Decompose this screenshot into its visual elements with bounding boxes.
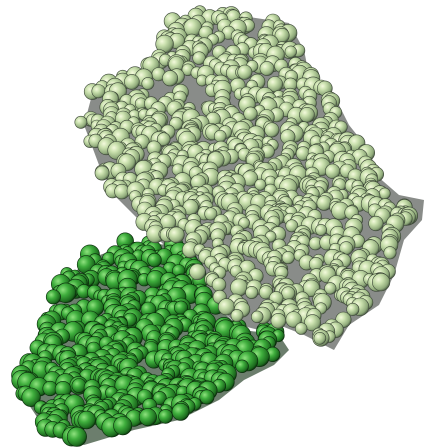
atom-sphere [245, 285, 259, 299]
atom-sphere [281, 286, 296, 301]
atom-sphere [156, 132, 171, 146]
atom-sphere [162, 70, 179, 87]
atom-sphere [243, 106, 258, 121]
atom-sphere [368, 215, 384, 232]
atom-sphere [346, 302, 360, 316]
atom-sphere [383, 246, 397, 260]
atom-sphere [313, 331, 327, 345]
atom-sphere [237, 64, 253, 80]
atom-sphere [199, 389, 215, 405]
atom-sphere [324, 282, 337, 295]
atom-sphere [71, 378, 87, 393]
atom-sphere [270, 312, 287, 329]
atom-sphere [235, 359, 249, 373]
atom-sphere [230, 278, 248, 297]
atom-sphere [285, 219, 299, 233]
atom-sphere [141, 77, 155, 90]
atom-sphere [21, 387, 41, 407]
atom-sphere [211, 277, 227, 292]
atom-sphere [147, 252, 162, 268]
atom-sphere [285, 311, 302, 328]
atom-sphere [77, 410, 96, 430]
chain-light-atoms [74, 5, 419, 347]
atom-sphere [171, 402, 190, 421]
atom-sphere [152, 391, 167, 406]
atom-sphere [254, 178, 267, 191]
atom-sphere [45, 289, 61, 305]
atom-sphere [284, 45, 297, 58]
atom-sphere [230, 309, 244, 322]
atom-sphere [315, 224, 327, 236]
atom-sphere [281, 251, 295, 265]
atom-sphere [213, 129, 227, 143]
atom-sphere [259, 61, 275, 76]
atom-sphere [303, 314, 321, 332]
atom-sphere [204, 207, 218, 221]
atom-sphere [264, 122, 280, 138]
atom-sphere [74, 115, 88, 129]
atom-sphere [251, 310, 264, 323]
atom-sphere [138, 408, 157, 427]
atom-sphere [66, 426, 87, 447]
atom-sphere [124, 74, 140, 90]
atom-sphere [158, 409, 173, 424]
atom-sphere [295, 322, 308, 335]
atom-sphere [372, 273, 391, 292]
atom-sphere [299, 107, 315, 123]
atom-sphere [168, 226, 185, 244]
atom-sphere [238, 217, 250, 229]
atom-sphere [94, 165, 110, 181]
atom-sphere [189, 263, 206, 281]
atom-sphere [378, 187, 391, 200]
atom-sphere [113, 416, 133, 436]
